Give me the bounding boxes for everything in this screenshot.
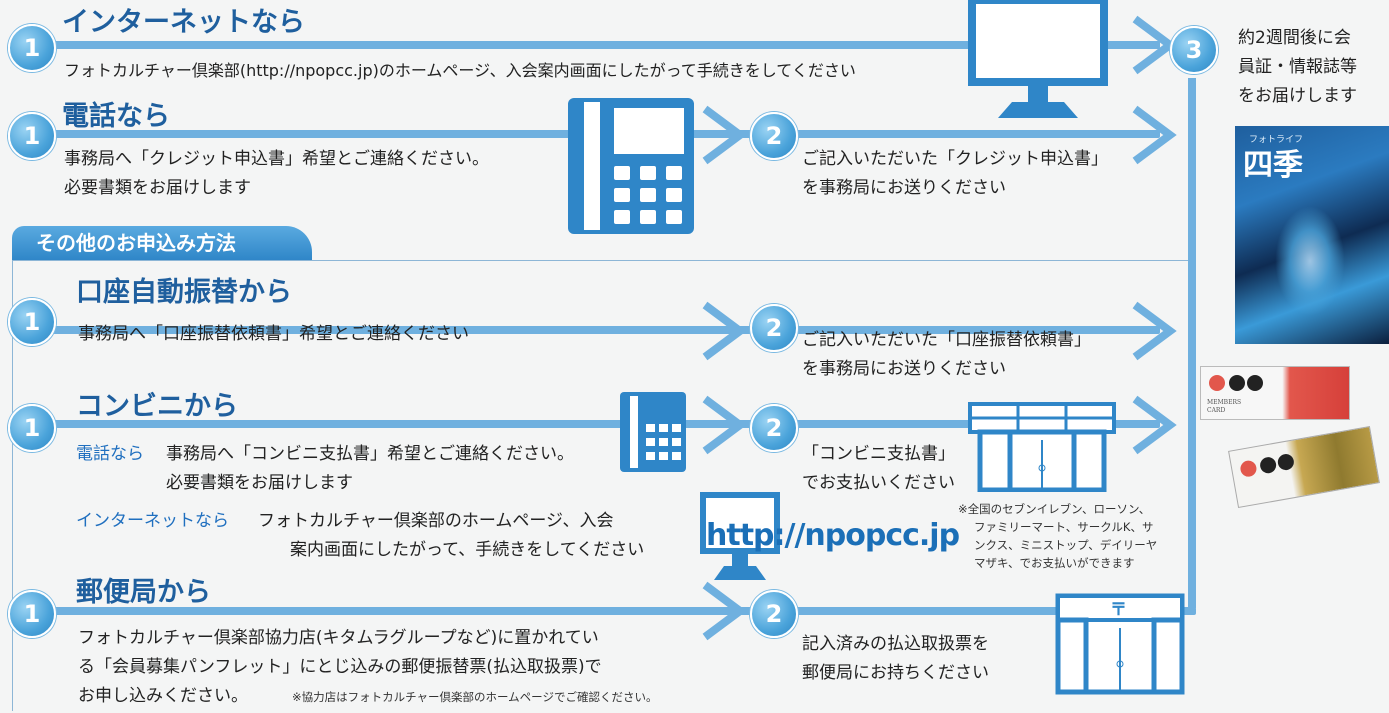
website-url[interactable]: http://npopcc.jp [706, 518, 960, 553]
conveni-note-4: マザキ、でお支払いができます [974, 556, 1135, 570]
other-methods-box [12, 260, 1191, 711]
conveni-step2-text-2: でお支払いください [802, 473, 955, 493]
vertical-connector [1188, 78, 1196, 608]
conveni-phone-text-2: 必要書類をお届けします [166, 473, 353, 493]
step2-badge-conveni: 2 [750, 404, 798, 452]
step3-text-2: 員証・情報誌等 [1238, 57, 1357, 77]
step1-badge-bank: 1 [8, 298, 56, 346]
monitor-small-icon [700, 492, 780, 580]
phone-text-2: 必要書類をお届けします [64, 178, 251, 198]
member-card-gold [1228, 425, 1380, 509]
post-note: ※協力店はフォトカルチャー倶楽部のホームページでご確認ください。 [292, 690, 658, 704]
bank-arrow [30, 326, 1160, 334]
post-step2-text-2: 郵便局にお持ちください [802, 663, 989, 683]
step2-badge-post: 2 [750, 590, 798, 638]
step3-text-3: をお届けします [1238, 86, 1357, 106]
conveni-note-1: ※全国のセブンイレブン、ローソン、 [958, 502, 1151, 516]
bank-text: 事務局へ「口座振替依頼書」希望とご連絡ください [78, 324, 469, 344]
conveni-title: コンビニから [76, 391, 238, 422]
magazine-title: 四季 [1243, 148, 1303, 183]
bank-arrowhead-2 [1132, 301, 1177, 361]
conveni-phone-label: 電話なら [76, 444, 144, 464]
internet-arrow [30, 41, 1160, 49]
conveni-net-label: インターネットなら [76, 511, 229, 531]
convenience-store-icon [968, 402, 1116, 492]
phone-title: 電話なら [62, 101, 170, 132]
bank-title: 口座自動振替から [76, 277, 292, 308]
bank-step2-text-1: ご記入いただいた「口座振替依頼書」 [802, 330, 1091, 350]
member-card-label-2: CARD [1207, 407, 1226, 414]
phone-text-1: 事務局へ「クレジット申込書」希望とご連絡ください。 [64, 149, 489, 169]
post-text-1: フォトカルチャー倶楽部協力店(キタムラグループなど)に置かれてい [78, 628, 599, 648]
phone-step2-text-1: ご記入いただいた「クレジット申込書」 [802, 149, 1108, 169]
internet-title: インターネットなら [62, 7, 305, 38]
telephone-icon [568, 98, 694, 234]
telephone-small-icon [620, 392, 686, 472]
conveni-net-text-2: 案内画面にしたがって、手続きをしてください [290, 540, 645, 560]
phone-arrowhead-1 [702, 105, 747, 165]
member-card-red: MEMBERS CARD [1200, 366, 1350, 420]
conveni-step2-text-1: 「コンビニ支払書」 [802, 444, 955, 464]
conveni-note-3: ンクス、ミニストップ、デイリーヤ [974, 538, 1158, 552]
phone-arrowhead-2 [1132, 105, 1177, 165]
magazine-subtitle: フォトライフ [1249, 135, 1304, 145]
bank-step2-text-2: を事務局にお送りください [802, 359, 1006, 379]
post-arrowhead-1 [702, 581, 747, 641]
conveni-arrowhead-1 [702, 395, 747, 455]
post-step2-text-1: 記入済みの払込取扱票を [802, 634, 989, 654]
step1-badge-post: 1 [8, 590, 56, 638]
conveni-arrowhead-2 [1132, 395, 1177, 455]
step2-badge-phone: 2 [750, 112, 798, 160]
other-methods-tab: その他のお申込み方法 [12, 226, 312, 260]
bank-arrowhead-1 [702, 301, 747, 361]
post-text-2: る「会員募集パンフレット」にとじ込みの郵便振替票(払込取扱票)で [78, 657, 602, 677]
post-office-icon [1055, 593, 1185, 695]
step1-badge-conveni: 1 [8, 404, 56, 452]
step1-badge-phone: 1 [8, 112, 56, 160]
step3-text-1: 約2週間後に会 [1238, 28, 1351, 48]
step1-badge-internet: 1 [8, 24, 56, 72]
conveni-phone-text-1: 事務局へ「コンビニ支払書」希望とご連絡ください。 [166, 444, 574, 464]
step3-badge: 3 [1170, 26, 1218, 74]
phone-step2-text-2: を事務局にお送りください [802, 178, 1006, 198]
conveni-note-2: ファミリーマート、サークルK、サ [974, 520, 1154, 534]
post-arrow [30, 607, 1196, 615]
post-mark: 〒 [1110, 600, 1127, 620]
internet-text: フォトカルチャー倶楽部(http://npopcc.jp)のホームページ、入会案… [64, 61, 856, 80]
member-card-label-1: MEMBERS [1207, 399, 1242, 406]
step2-badge-bank: 2 [750, 304, 798, 352]
conveni-arrow [30, 420, 1160, 428]
post-text-3: お申し込みください。 [78, 686, 248, 706]
magazine-cover: フォトライフ 四季 [1235, 126, 1389, 344]
monitor-icon [968, 0, 1108, 118]
conveni-net-text-1: フォトカルチャー倶楽部のホームページ、入会 [258, 511, 614, 531]
post-title: 郵便局から [76, 577, 211, 608]
